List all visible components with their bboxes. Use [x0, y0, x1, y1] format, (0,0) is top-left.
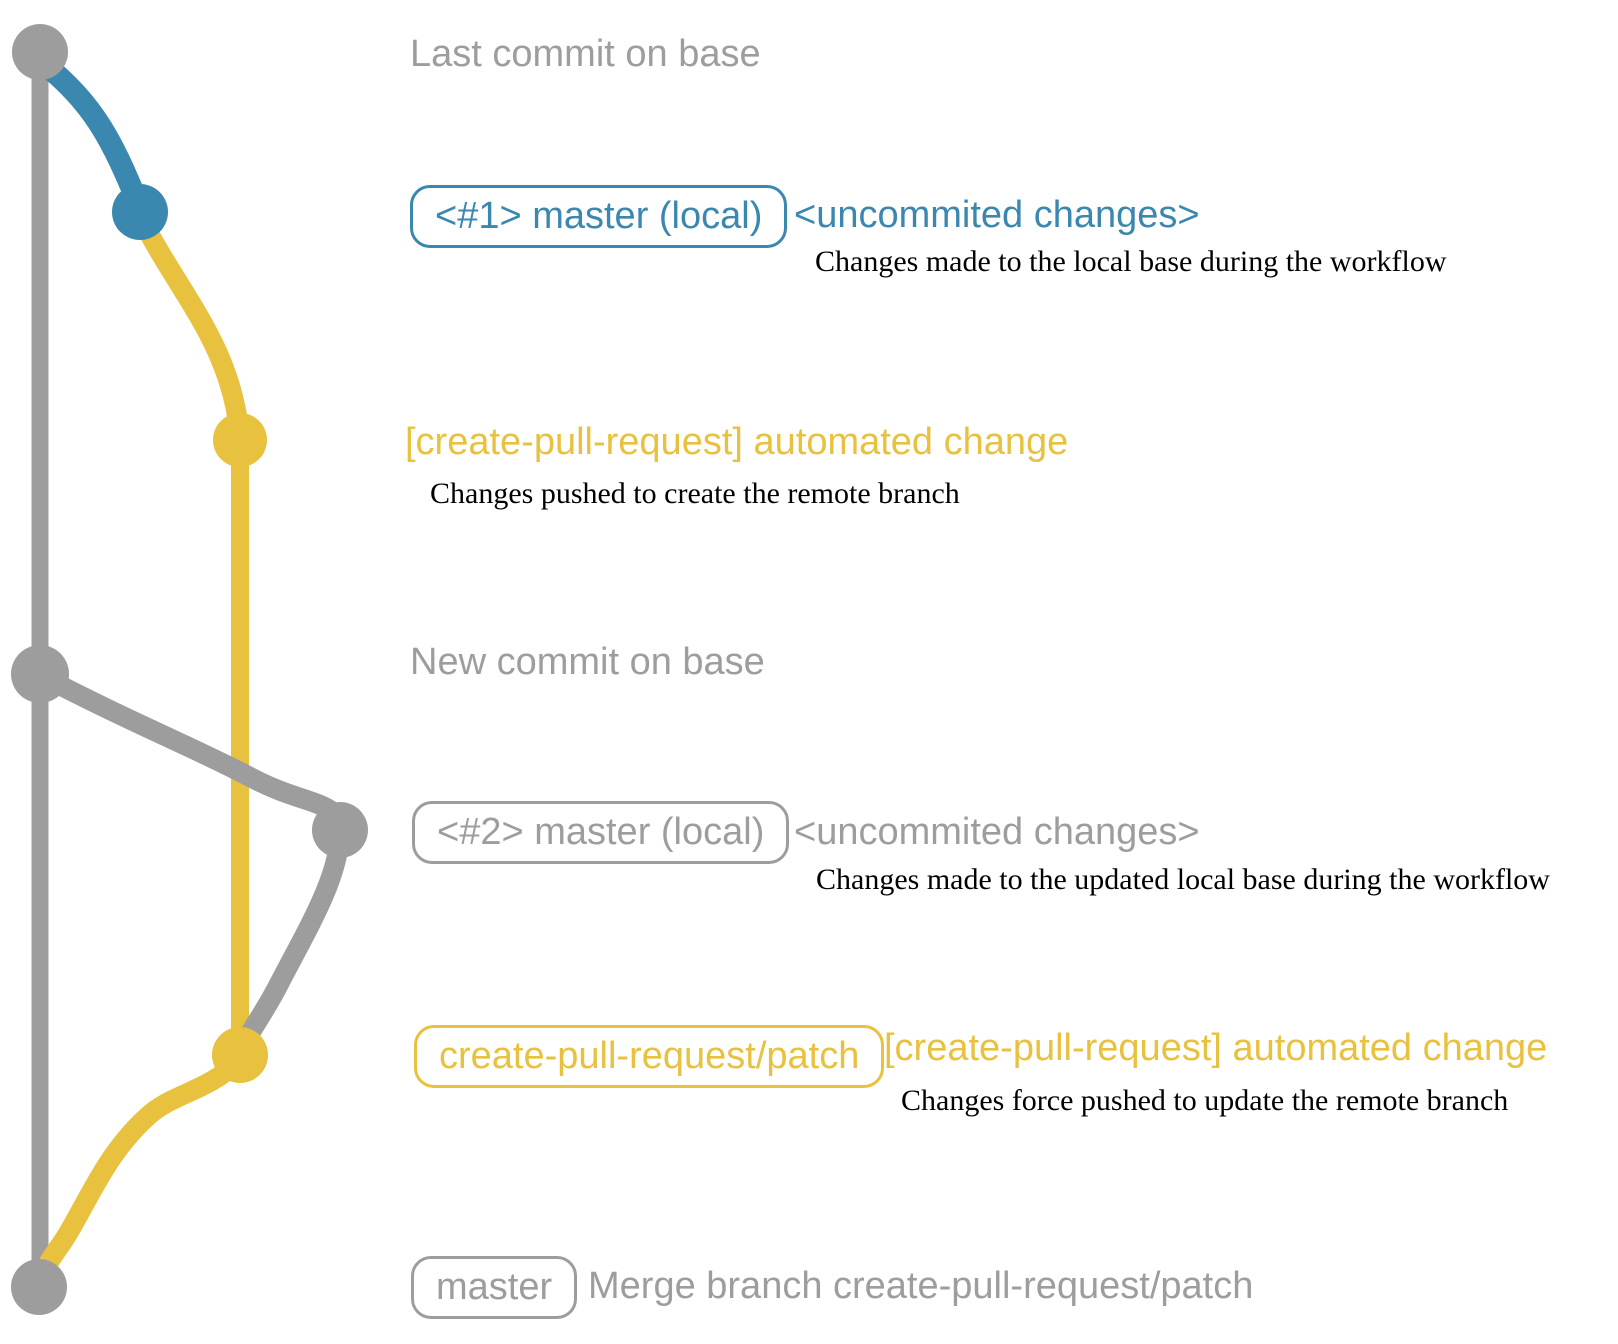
local-branch-curve-1 [31, 51, 151, 219]
automated-change-description-2: Changes force pushed to update the remot… [901, 1084, 1509, 1117]
commit-dot-patch-1 [213, 413, 267, 467]
automated-change-description-1: Changes pushed to create the remote bran… [430, 477, 960, 510]
patch-merge-curve [35, 1052, 248, 1282]
merge-commit-message: Merge branch create-pull-request/patch [588, 1265, 1254, 1307]
commit-dot-patch-2 [212, 1027, 268, 1083]
new-commit-message: New commit on base [410, 641, 765, 683]
branch-label-master: master [411, 1256, 578, 1319]
branch-label-master-text: master [436, 1266, 553, 1308]
branch-label-master-local-1: <#1> master (local) [410, 185, 788, 248]
branch-label-create-pull-request-patch: create-pull-request/patch [414, 1025, 885, 1088]
branch-label-master-local-2: <#2> master (local) [412, 801, 790, 864]
automated-change-title-1: [create-pull-request] automated change [405, 421, 1069, 463]
uncommitted-changes-description-2: Changes made to the updated local base d… [816, 863, 1550, 896]
commit-dot-merge [11, 1259, 67, 1315]
local-branch-curve-2 [32, 666, 351, 1056]
commit-dot-local-1 [112, 184, 168, 240]
branch-label-create-pull-request-patch-text: create-pull-request/patch [439, 1035, 860, 1077]
uncommitted-changes-title-1: <uncommited changes> [794, 194, 1200, 236]
commit-dot-local-2 [312, 802, 368, 858]
uncommitted-changes-title-2: <uncommited changes> [794, 811, 1200, 853]
patch-branch-curve-1 [132, 210, 250, 448]
commit-dot-last-base [12, 24, 68, 80]
automated-change-title-2: [create-pull-request] automated change [884, 1027, 1548, 1069]
branch-label-master-local-2-text: <#2> master (local) [437, 811, 765, 853]
branch-label-master-local-1-text: <#1> master (local) [435, 195, 763, 237]
uncommitted-changes-description-1: Changes made to the local base during th… [815, 245, 1447, 278]
last-commit-message: Last commit on base [410, 33, 761, 75]
commit-dot-new-base [11, 645, 69, 703]
